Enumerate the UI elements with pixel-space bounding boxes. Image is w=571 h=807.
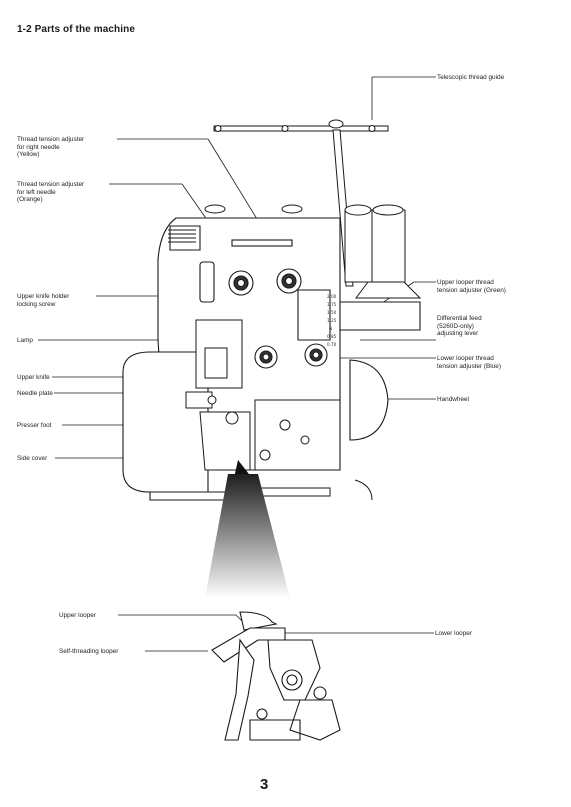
zoom-cone-drawing — [205, 460, 290, 598]
label-lamp: Lamp — [17, 337, 33, 344]
scale-mark: 0.70 — [327, 342, 337, 347]
label-tension-right-needle: Thread tension adjuster for right needle… — [17, 136, 85, 159]
page-number: 3 — [260, 776, 269, 793]
label-needle-plate: Needle plate — [17, 390, 53, 397]
needle-area-drawing — [185, 319, 373, 501]
label-differential-feed: Differential feed (5260D-only) adjusting… — [437, 315, 482, 338]
differential-feed-scale: 2.00 1.75 1.50 1.25 N 0.85 0.70 — [327, 294, 337, 347]
thread-spools-drawing — [204, 204, 422, 299]
label-presser-foot: Presser foot — [17, 422, 52, 429]
label-lower-looper-tension: Lower looper thread tension adjuster (Bl… — [437, 355, 501, 370]
label-upper-looper-tension: Upper looper thread tension adjuster (Gr… — [437, 279, 506, 294]
scale-mark: 2.00 — [327, 294, 337, 299]
looper-detail-drawing — [211, 611, 341, 741]
section-heading: 1-2 Parts of the machine — [17, 24, 135, 35]
scale-mark: 1.75 — [327, 302, 337, 307]
upper-tension-dials-drawing — [228, 268, 302, 296]
lower-tension-dials-drawing — [254, 343, 328, 369]
scale-mark: 1.25 — [327, 318, 337, 323]
side-cover-drawing — [122, 351, 241, 501]
label-lower-looper: Lower looper — [435, 630, 472, 637]
label-handwheel: Handwheel — [437, 396, 469, 403]
label-upper-looper: Upper looper — [59, 612, 96, 619]
label-self-threading-looper: Self-threading looper — [59, 648, 119, 655]
label-tension-left-needle: Thread tension adjuster for left needle … — [17, 181, 85, 204]
label-telescopic-thread-guide: Telescopic thread guide — [437, 74, 505, 81]
scale-mark: 1.50 — [327, 310, 337, 315]
scale-mark: N — [329, 326, 332, 331]
label-upper-knife-holder-screw: Upper knife holder locking screw — [17, 293, 70, 308]
label-side-cover: Side cover — [17, 455, 48, 462]
scale-mark: 0.85 — [327, 334, 337, 339]
label-upper-knife: Upper knife — [17, 374, 50, 381]
